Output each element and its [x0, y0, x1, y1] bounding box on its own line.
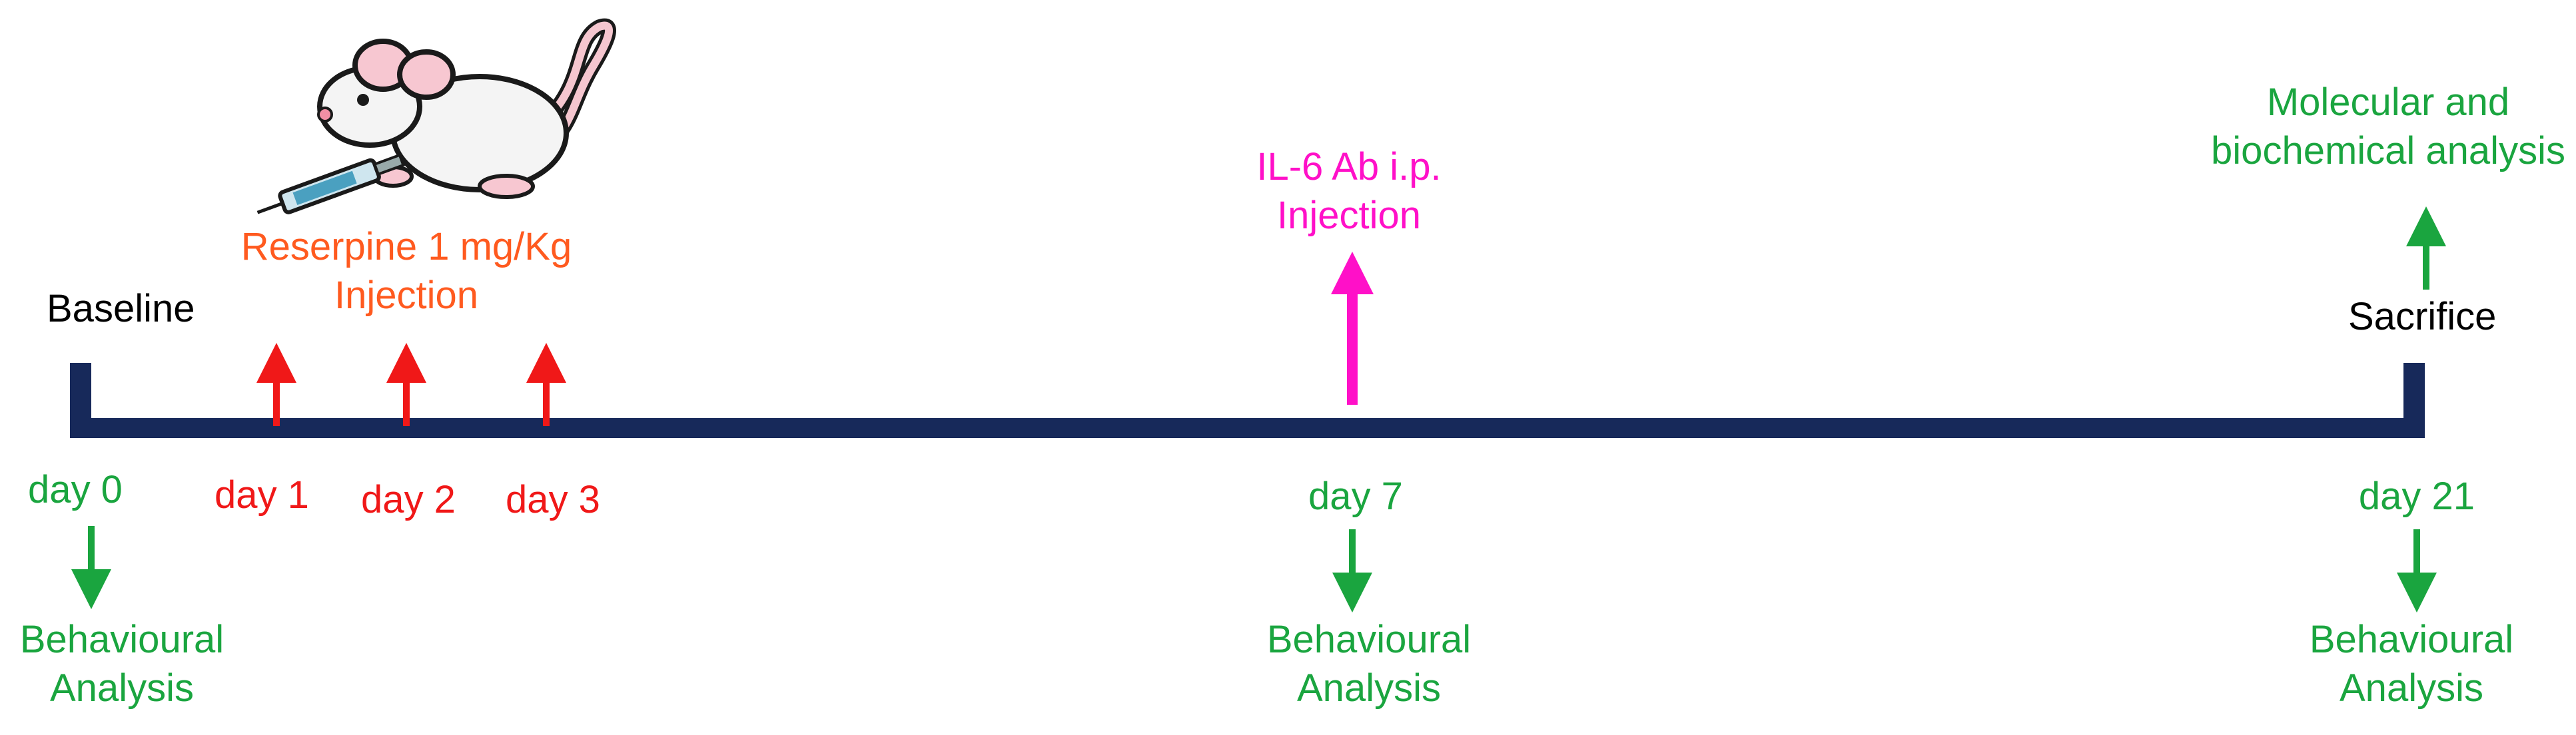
molecular-label-line1: Molecular and: [2266, 81, 2510, 124]
reserpine-label-line2: Injection: [334, 273, 479, 317]
behav-day0-line1: Behavioural: [19, 618, 224, 661]
sacrifice-label: Sacrifice: [2348, 295, 2497, 338]
day2-label: day 2: [361, 478, 456, 521]
behav-day21-line2: Analysis: [2340, 666, 2483, 710]
il6-label: IL-6 Ab i.p. Injection: [1256, 143, 1441, 240]
day21-label: day 21: [2358, 475, 2475, 518]
molecular-analysis-label: Molecular and biochemical analysis: [2211, 79, 2565, 175]
day0-label: day 0: [28, 468, 123, 511]
behav-day7-line2: Analysis: [1297, 666, 1441, 710]
reserpine-label: Reserpine 1 mg/Kg Injection: [241, 223, 572, 320]
day1-label: day 1: [215, 473, 309, 517]
behavioural-analysis-day0: Behavioural Analysis: [20, 616, 224, 712]
reserpine-label-line1: Reserpine 1 mg/Kg: [240, 225, 572, 268]
mouse-with-syringe-icon: [256, 18, 616, 214]
behav-day21-line1: Behavioural: [2309, 618, 2514, 661]
behav-day7-line1: Behavioural: [1266, 618, 1472, 661]
molecular-label-line2: biochemical analysis: [2211, 128, 2565, 172]
il6-label-line1: IL-6 Ab i.p.: [1256, 145, 1442, 188]
il6-label-line2: Injection: [1276, 193, 1422, 237]
baseline-tick: [70, 363, 91, 438]
behavioural-analysis-day21: Behavioural Analysis: [2310, 616, 2513, 712]
sacrifice-tick: [2403, 363, 2425, 438]
timeline-bar: [70, 418, 2425, 438]
baseline-label: Baseline: [47, 287, 195, 330]
day3-label: day 3: [506, 478, 600, 521]
behav-day0-line2: Analysis: [50, 666, 194, 710]
day7-label: day 7: [1308, 475, 1403, 518]
behavioural-analysis-day7: Behavioural Analysis: [1267, 616, 1471, 712]
